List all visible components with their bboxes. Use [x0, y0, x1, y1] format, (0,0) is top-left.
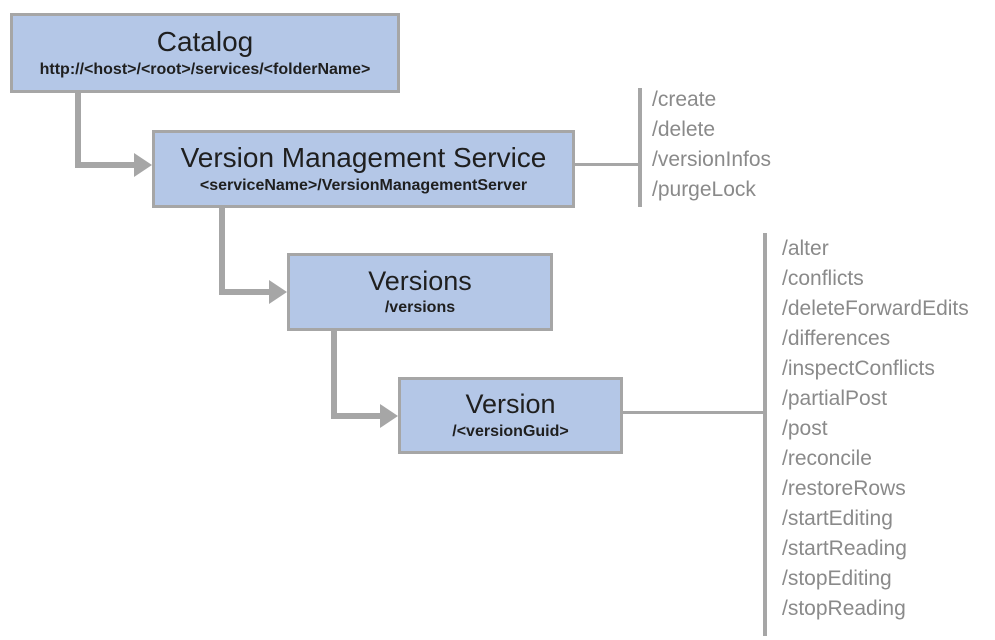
bracket-bar-version-endpoints: [763, 233, 767, 636]
node-vms-title: Version Management Service: [180, 142, 547, 173]
endpoint-item: /conflicts: [782, 267, 864, 290]
endpoint-item: /purgeLock: [652, 178, 756, 201]
connector-vms-to-versions-vertical: [219, 208, 225, 295]
endpoint-item: /restoreRows: [782, 477, 906, 500]
endpoint-item: /partialPost: [782, 387, 888, 410]
node-catalog-url-pattern: http://<host>/<root>/services/<folderNam…: [39, 60, 371, 78]
node-catalog: Catalog http://<host>/<root>/services/<f…: [10, 13, 400, 93]
node-versions-url-pattern: /versions: [384, 299, 456, 317]
node-version-title: Version: [465, 389, 556, 420]
endpoint-item: /reconcile: [782, 447, 872, 470]
leader-line-version-endpoints: [623, 411, 764, 414]
endpoint-item: /alter: [782, 237, 829, 260]
endpoint-item: /delete: [652, 118, 716, 141]
connector-versions-to-version-vertical: [331, 331, 337, 419]
bracket-bar-vms-endpoints: [638, 88, 642, 207]
endpoint-item: /versionInfos: [652, 148, 772, 171]
version-endpoint-list: /alter /conflicts /deleteForwardEdits /d…: [782, 234, 969, 624]
endpoint-item: /deleteForwardEdits: [782, 297, 969, 320]
arrowhead-icon: [380, 404, 398, 428]
node-version-url-pattern: /<versionGuid>: [452, 422, 569, 440]
vms-endpoint-list: /create /delete /versionInfos /purgeLock: [652, 85, 771, 205]
endpoint-item: /stopReading: [782, 597, 906, 620]
node-versions: Versions /versions: [287, 253, 553, 331]
node-versions-title: Versions: [368, 265, 472, 296]
node-catalog-title: Catalog: [156, 26, 254, 57]
arrowhead-icon: [269, 280, 287, 304]
connector-catalog-to-vms-vertical: [75, 93, 81, 168]
connector-versions-to-version-horizontal: [331, 413, 382, 419]
endpoint-item: /inspectConflicts: [782, 357, 935, 380]
leader-line-vms-endpoints: [575, 163, 639, 166]
arrowhead-icon: [134, 153, 152, 177]
node-vms-url-pattern: <serviceName>/VersionManagementServer: [199, 176, 528, 194]
connector-vms-to-versions-horizontal: [219, 289, 271, 295]
endpoint-item: /startReading: [782, 537, 907, 560]
endpoint-item: /create: [652, 88, 717, 111]
endpoint-item: /startEditing: [782, 507, 893, 530]
node-version: Version /<versionGuid>: [398, 377, 623, 454]
endpoint-item: /post: [782, 417, 828, 440]
endpoint-item: /stopEditing: [782, 567, 892, 590]
node-version-management-service: Version Management Service <serviceName>…: [152, 130, 575, 208]
connector-catalog-to-vms-horizontal: [75, 162, 136, 168]
endpoint-item: /differences: [782, 327, 891, 350]
